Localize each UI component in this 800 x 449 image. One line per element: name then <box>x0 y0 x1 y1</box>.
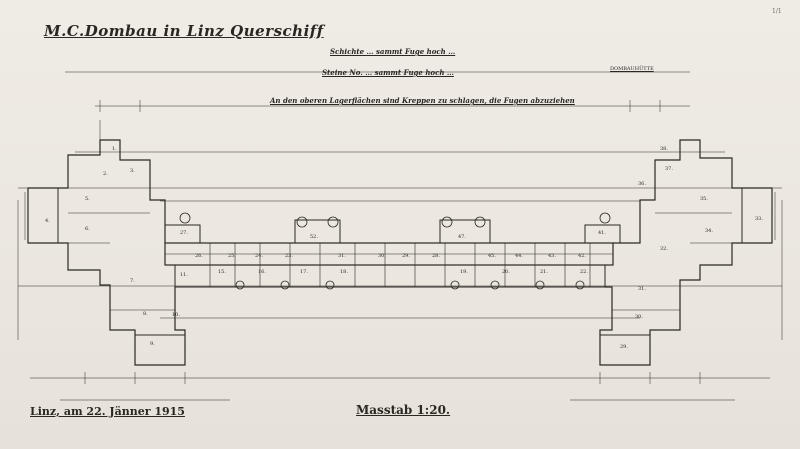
svg-text:31.: 31. <box>338 253 346 259</box>
svg-text:9.: 9. <box>150 341 155 347</box>
svg-text:19.: 19. <box>460 269 468 275</box>
note-bearing-surfaces: An den oberen Lagerflächen sind Kreppen … <box>270 96 575 105</box>
svg-text:47.: 47. <box>458 234 466 240</box>
svg-text:5.: 5. <box>85 196 90 202</box>
svg-text:44.: 44. <box>515 253 523 259</box>
svg-text:30.: 30. <box>378 253 386 259</box>
svg-text:27.: 27. <box>180 230 188 236</box>
svg-text:34.: 34. <box>705 228 713 234</box>
svg-text:2.: 2. <box>103 171 108 177</box>
note-stone-height: Steine No. … sammt Fuge hoch … <box>322 68 454 77</box>
svg-text:33.: 33. <box>755 216 763 222</box>
note-course-height: Schichte … sammt Fuge hoch … <box>330 47 456 56</box>
svg-text:10.: 10. <box>172 312 180 318</box>
sheet-number: 1/1 <box>772 8 782 15</box>
svg-text:17.: 17. <box>300 269 308 275</box>
svg-text:37.: 37. <box>665 166 673 172</box>
svg-text:52.: 52. <box>310 234 318 240</box>
svg-text:16.: 16. <box>258 269 266 275</box>
svg-text:25.: 25. <box>228 253 236 259</box>
svg-text:4.: 4. <box>45 218 50 224</box>
svg-text:41.: 41. <box>598 230 606 236</box>
right-wing-outline <box>613 139 772 244</box>
svg-text:6.: 6. <box>85 226 90 232</box>
svg-text:28.: 28. <box>432 253 440 259</box>
svg-text:30.: 30. <box>635 314 643 320</box>
svg-text:38.: 38. <box>660 146 668 152</box>
svg-text:20.: 20. <box>502 269 510 275</box>
lower-band <box>174 264 606 288</box>
svg-text:11.: 11. <box>180 272 188 278</box>
svg-text:18.: 18. <box>340 269 348 275</box>
drawing-title: M.C.Dombau in Linz Querschiff <box>44 22 324 40</box>
svg-text:3.: 3. <box>130 168 135 174</box>
svg-text:35.: 35. <box>700 196 708 202</box>
svg-text:24.: 24. <box>255 253 263 259</box>
svg-text:36.: 36. <box>638 181 646 187</box>
workshop-stamp: DOMBAUHÜTTE <box>610 66 654 72</box>
svg-text:22.: 22. <box>580 269 588 275</box>
svg-text:29.: 29. <box>402 253 410 259</box>
svg-text:42.: 42. <box>578 253 586 259</box>
drawing-date: Linz, am 22. Jänner 1915 <box>30 405 185 418</box>
svg-text:32.: 32. <box>660 246 668 252</box>
svg-text:8.: 8. <box>143 311 148 317</box>
svg-text:21.: 21. <box>540 269 548 275</box>
svg-text:43.: 43. <box>548 253 556 259</box>
svg-text:7.: 7. <box>130 278 135 284</box>
svg-text:29.: 29. <box>620 344 628 350</box>
left-wing-outline <box>28 139 166 243</box>
svg-text:45.: 45. <box>488 253 496 259</box>
svg-text:15.: 15. <box>218 269 226 275</box>
svg-text:31.: 31. <box>638 286 646 292</box>
svg-text:1.: 1. <box>112 146 117 152</box>
drawing-scale: Masstab 1:20. <box>356 403 451 417</box>
svg-text:26.: 26. <box>195 253 203 259</box>
svg-text:23.: 23. <box>285 253 293 259</box>
